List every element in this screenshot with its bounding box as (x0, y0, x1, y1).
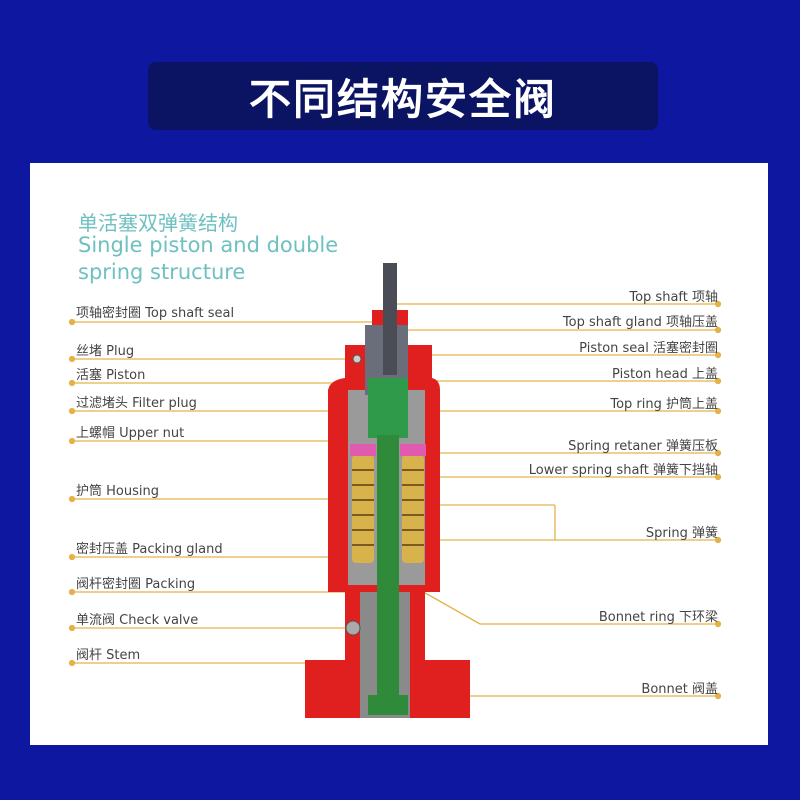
stem-base (368, 695, 408, 715)
page-title: 不同结构安全阀 (248, 74, 557, 124)
label-packing: 阀杆密封圈 Packing (76, 577, 196, 592)
leader-lines (68, 300, 722, 700)
heading-en-line1: Single piston and double (78, 233, 339, 257)
heading-en-line2: spring structure (78, 260, 246, 284)
label-plug: 丝堵 Plug (76, 344, 135, 359)
label-bonnet-ring: Bonnet ring 下环梁 (598, 610, 718, 625)
label-top-shaft-seal: 项轴密封圈 Top shaft seal (76, 306, 235, 321)
label-lower-spring-shaft: Lower spring shaft 弹簧下挡轴 (528, 463, 718, 478)
label-filter-plug: 过滤堵头 Filter plug (76, 396, 197, 411)
label-top-shaft: Top shaft 项轴 (629, 290, 718, 305)
top-shaft (383, 263, 397, 375)
valve-cross-section (68, 263, 722, 718)
label-piston: 活塞 Piston (76, 368, 146, 383)
label-check-valve: 单流阀 Check valve (76, 613, 199, 628)
label-packing-gland: 密封压盖 Packing gland (76, 542, 223, 557)
label-stem: 阀杆 Stem (76, 648, 141, 663)
diagram-panel: 单活塞双弹簧结构 Single piston and double spring… (30, 163, 768, 745)
label-spring: Spring 弹簧 (645, 526, 718, 541)
label-top-shaft-gland: Top shaft gland 项轴压盖 (562, 315, 718, 330)
label-housing: 护筒 Housing (76, 484, 159, 499)
piston (368, 378, 408, 438)
heading-cn: 单活塞双弹簧结构 (78, 211, 238, 235)
plug (352, 354, 362, 364)
label-bonnet: Bonnet 阀盖 (641, 682, 718, 697)
label-piston-seal: Piston seal 活塞密封圈 (579, 341, 718, 356)
label-spring-retainer: Spring retaner 弹簧压板 (568, 439, 718, 454)
label-top-ring: Top ring 护筒上盖 (610, 397, 718, 412)
spring-retainer-left (350, 444, 376, 456)
title-banner: 不同结构安全阀 (148, 62, 658, 130)
label-piston-head: Piston head 上盖 (612, 367, 718, 382)
label-upper-nut: 上螺帽 Upper nut (76, 426, 185, 441)
stem (377, 435, 399, 705)
spring-retainer-right (400, 444, 426, 456)
springs (352, 455, 424, 563)
check-valve (345, 620, 361, 636)
spring-coils (352, 469, 424, 546)
